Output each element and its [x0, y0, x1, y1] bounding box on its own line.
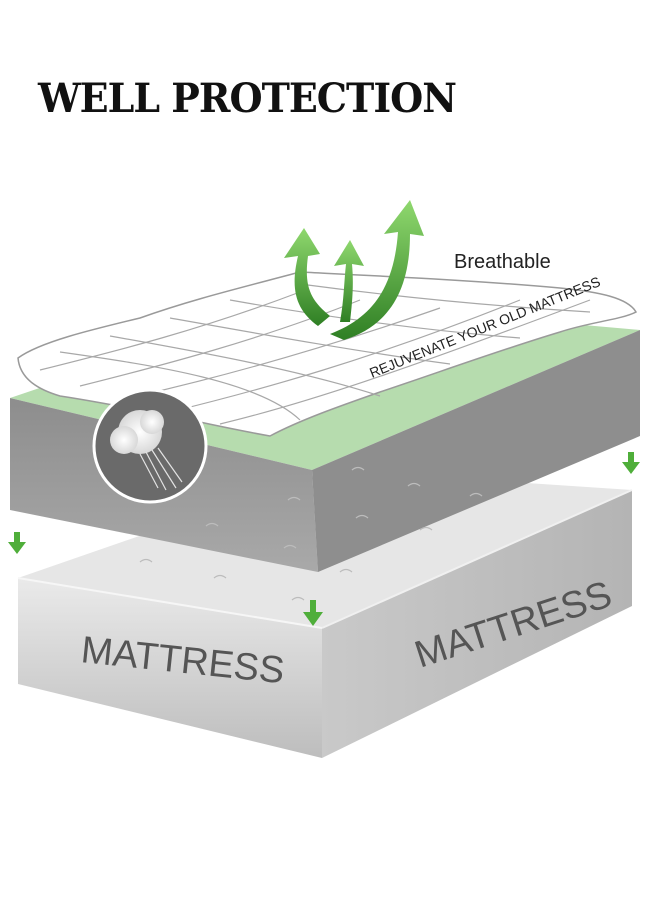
base-mattress-front-side — [18, 578, 322, 758]
fill-detail-circle — [92, 388, 208, 504]
base-mattress-right-side — [322, 490, 632, 758]
breathable-callout: Breathable — [454, 251, 551, 273]
topper-right-side — [312, 330, 640, 572]
breathable-arrows-icon — [284, 200, 424, 340]
down-arrow-icon — [8, 452, 640, 626]
page-title: WELL PROTECTION — [38, 74, 457, 122]
